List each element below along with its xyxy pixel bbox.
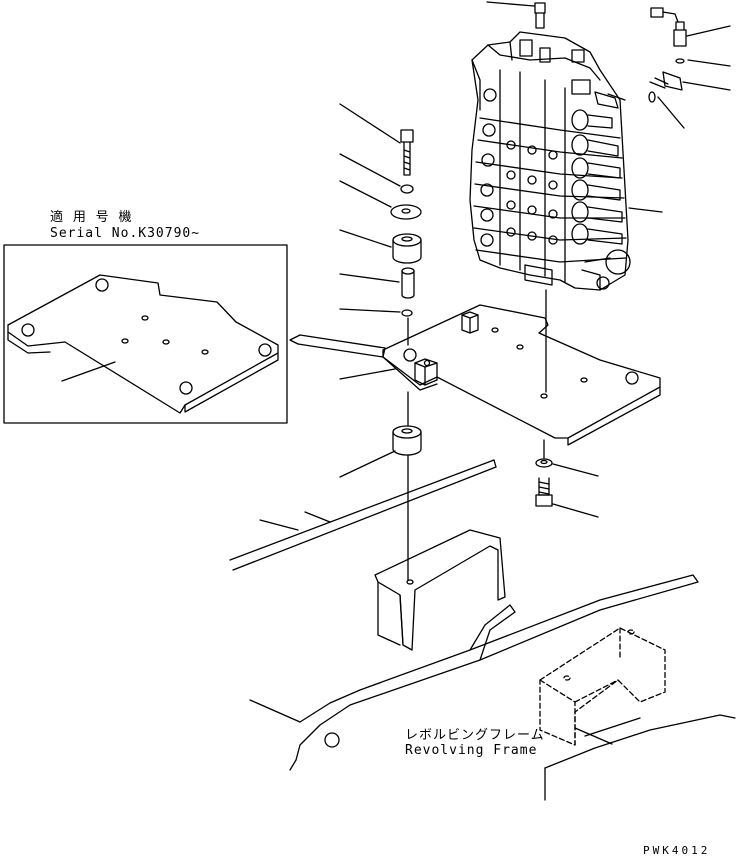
- frame-label-en: Revolving Frame: [405, 743, 538, 758]
- reference-arrow: [289, 334, 386, 358]
- flat-washer: [390, 204, 422, 220]
- leader-lines: [339, 1, 731, 518]
- bolt-long: [400, 129, 414, 176]
- frame-leader: [574, 727, 613, 745]
- inset-frame: [3, 244, 288, 424]
- inset-plate: [7, 274, 279, 414]
- spool-caps: [571, 109, 631, 275]
- shim: [401, 309, 413, 317]
- inset-title-jp: 適 用 号 機: [50, 210, 133, 225]
- fitting-small: [648, 7, 687, 103]
- dashed-bracket: [539, 627, 666, 746]
- frame-label-jp: レボルビングフレーム: [405, 728, 545, 743]
- inset-serial: Serial No.K30790~: [50, 226, 201, 241]
- rubber-mount-lower: [392, 425, 422, 456]
- bolt-short: [535, 477, 553, 507]
- rubber-mount-upper: [392, 233, 422, 264]
- washer-lower-right: [535, 458, 553, 468]
- control-valve: [469, 31, 631, 291]
- mounting-plate: [382, 304, 661, 446]
- collar: [401, 267, 415, 299]
- revolving-frame: [229, 459, 736, 801]
- valve-top-bolt: [534, 2, 546, 29]
- drawing-code: PWK4012: [643, 844, 711, 857]
- inset-leader: [61, 361, 116, 382]
- lock-washer: [400, 184, 414, 194]
